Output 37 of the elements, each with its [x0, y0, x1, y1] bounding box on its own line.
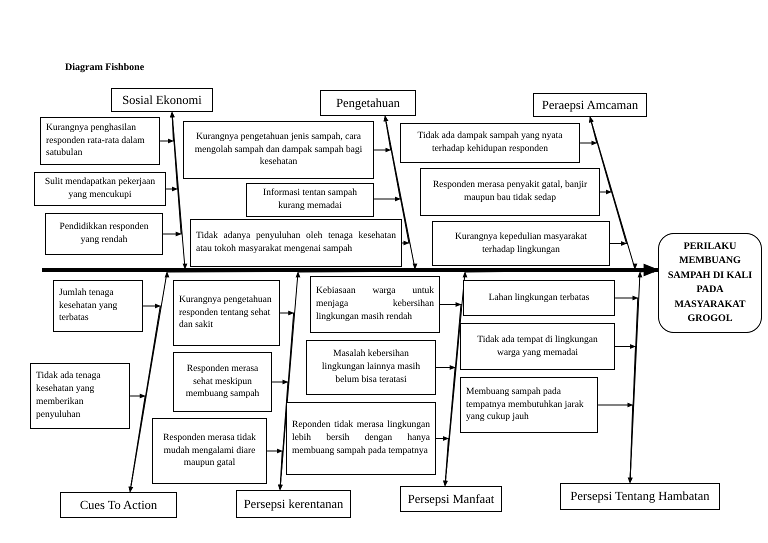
category-box: Sosial Ekonomi [111, 88, 213, 112]
cause-box: Kurangnya pengetahuan responden tentang sehat dan sakit [173, 280, 280, 346]
category-box: Persepsi Manfaat [400, 486, 502, 512]
cause-arrow [589, 116, 628, 246]
cause-box: Responden merasa sehat meskipun membuang sampah [173, 352, 272, 412]
category-box: Pengetahuan [320, 90, 416, 116]
cause-arrow [162, 112, 182, 236]
cause-box: Kurangnya penghasilan responden rata-rata dalam satubulan [40, 117, 160, 165]
spine-arrow [42, 264, 660, 276]
cause-arrow [384, 116, 410, 246]
cause-arrow [266, 448, 283, 490]
cause-box: Tidak adanya penyuluhan oleh tenaga kesehatan atau tokoh masyarakat mengenai sampah [190, 219, 402, 267]
cause-box: Informasi tentan sampah kurang memadai [246, 183, 374, 217]
cause-box: Kurangnya pengetahuan jenis sampah, cara mengolah sampah dan dampak sampah bagi kesehatan [183, 121, 374, 179]
cause-box: Kurangnya kepedulian masyarakat terhadap lingkungan [432, 221, 610, 266]
cause-box: Pendidikkan responden yang rendah [45, 213, 163, 255]
cause-box: Lahan lingkungan terbatas [463, 280, 615, 316]
cause-box: Reponden tidak merasa lingkungan lebih bersih dengan hanya membuang sampah pada tempatnya [286, 402, 436, 475]
cause-box: Responden merasa tidak mudah mengalami diare maupun gatal [152, 418, 267, 484]
diagram-title: Diagram Fishbone [65, 62, 144, 73]
category-box: Peraepsi Amcaman [533, 93, 647, 117]
cause-box: Tidak ada dampak sampah yang nyata terhadap kehidupan responden [400, 123, 580, 163]
category-box: Persepsi Tentang Hambatan [560, 483, 720, 510]
cause-box: Masalah kebersihan lingkungan lainnya masih belum bisa teratasi [306, 340, 436, 395]
effect-box: PERILAKU MEMBUANG SAMPAH DI KALI PADA MASYARAKAT GROGOL [658, 233, 762, 333]
cause-box: Responden merasa penyakit gatal, banjir maupun bau tidak sedap [420, 168, 600, 216]
cause-arrow [128, 394, 146, 492]
cause-arrow [436, 436, 449, 486]
cause-box: Kebiasaan warga untuk menjaga kebersihan lingkungan masih rendah [310, 276, 440, 333]
cause-box: Sulit mendapatkan pekerjaan yang mencukupi [34, 172, 166, 206]
cause-arrow [598, 402, 634, 484]
cause-box: Tidak ada tenaga kesehatan yang memberikan penyuluhan [30, 363, 130, 429]
cause-box: Tidak ada tempat di lingkungan warga yang memadai [460, 323, 615, 370]
category-box: Cues To Action [60, 492, 177, 518]
cause-box: Membuang sampah pada tempatnya membutuhkan jarak yang cukup jauh [460, 377, 598, 433]
cause-box: Jumlah tenaga kesehatan yang terbatas [53, 280, 143, 332]
category-box: Persepsi kerentanan [236, 490, 351, 518]
